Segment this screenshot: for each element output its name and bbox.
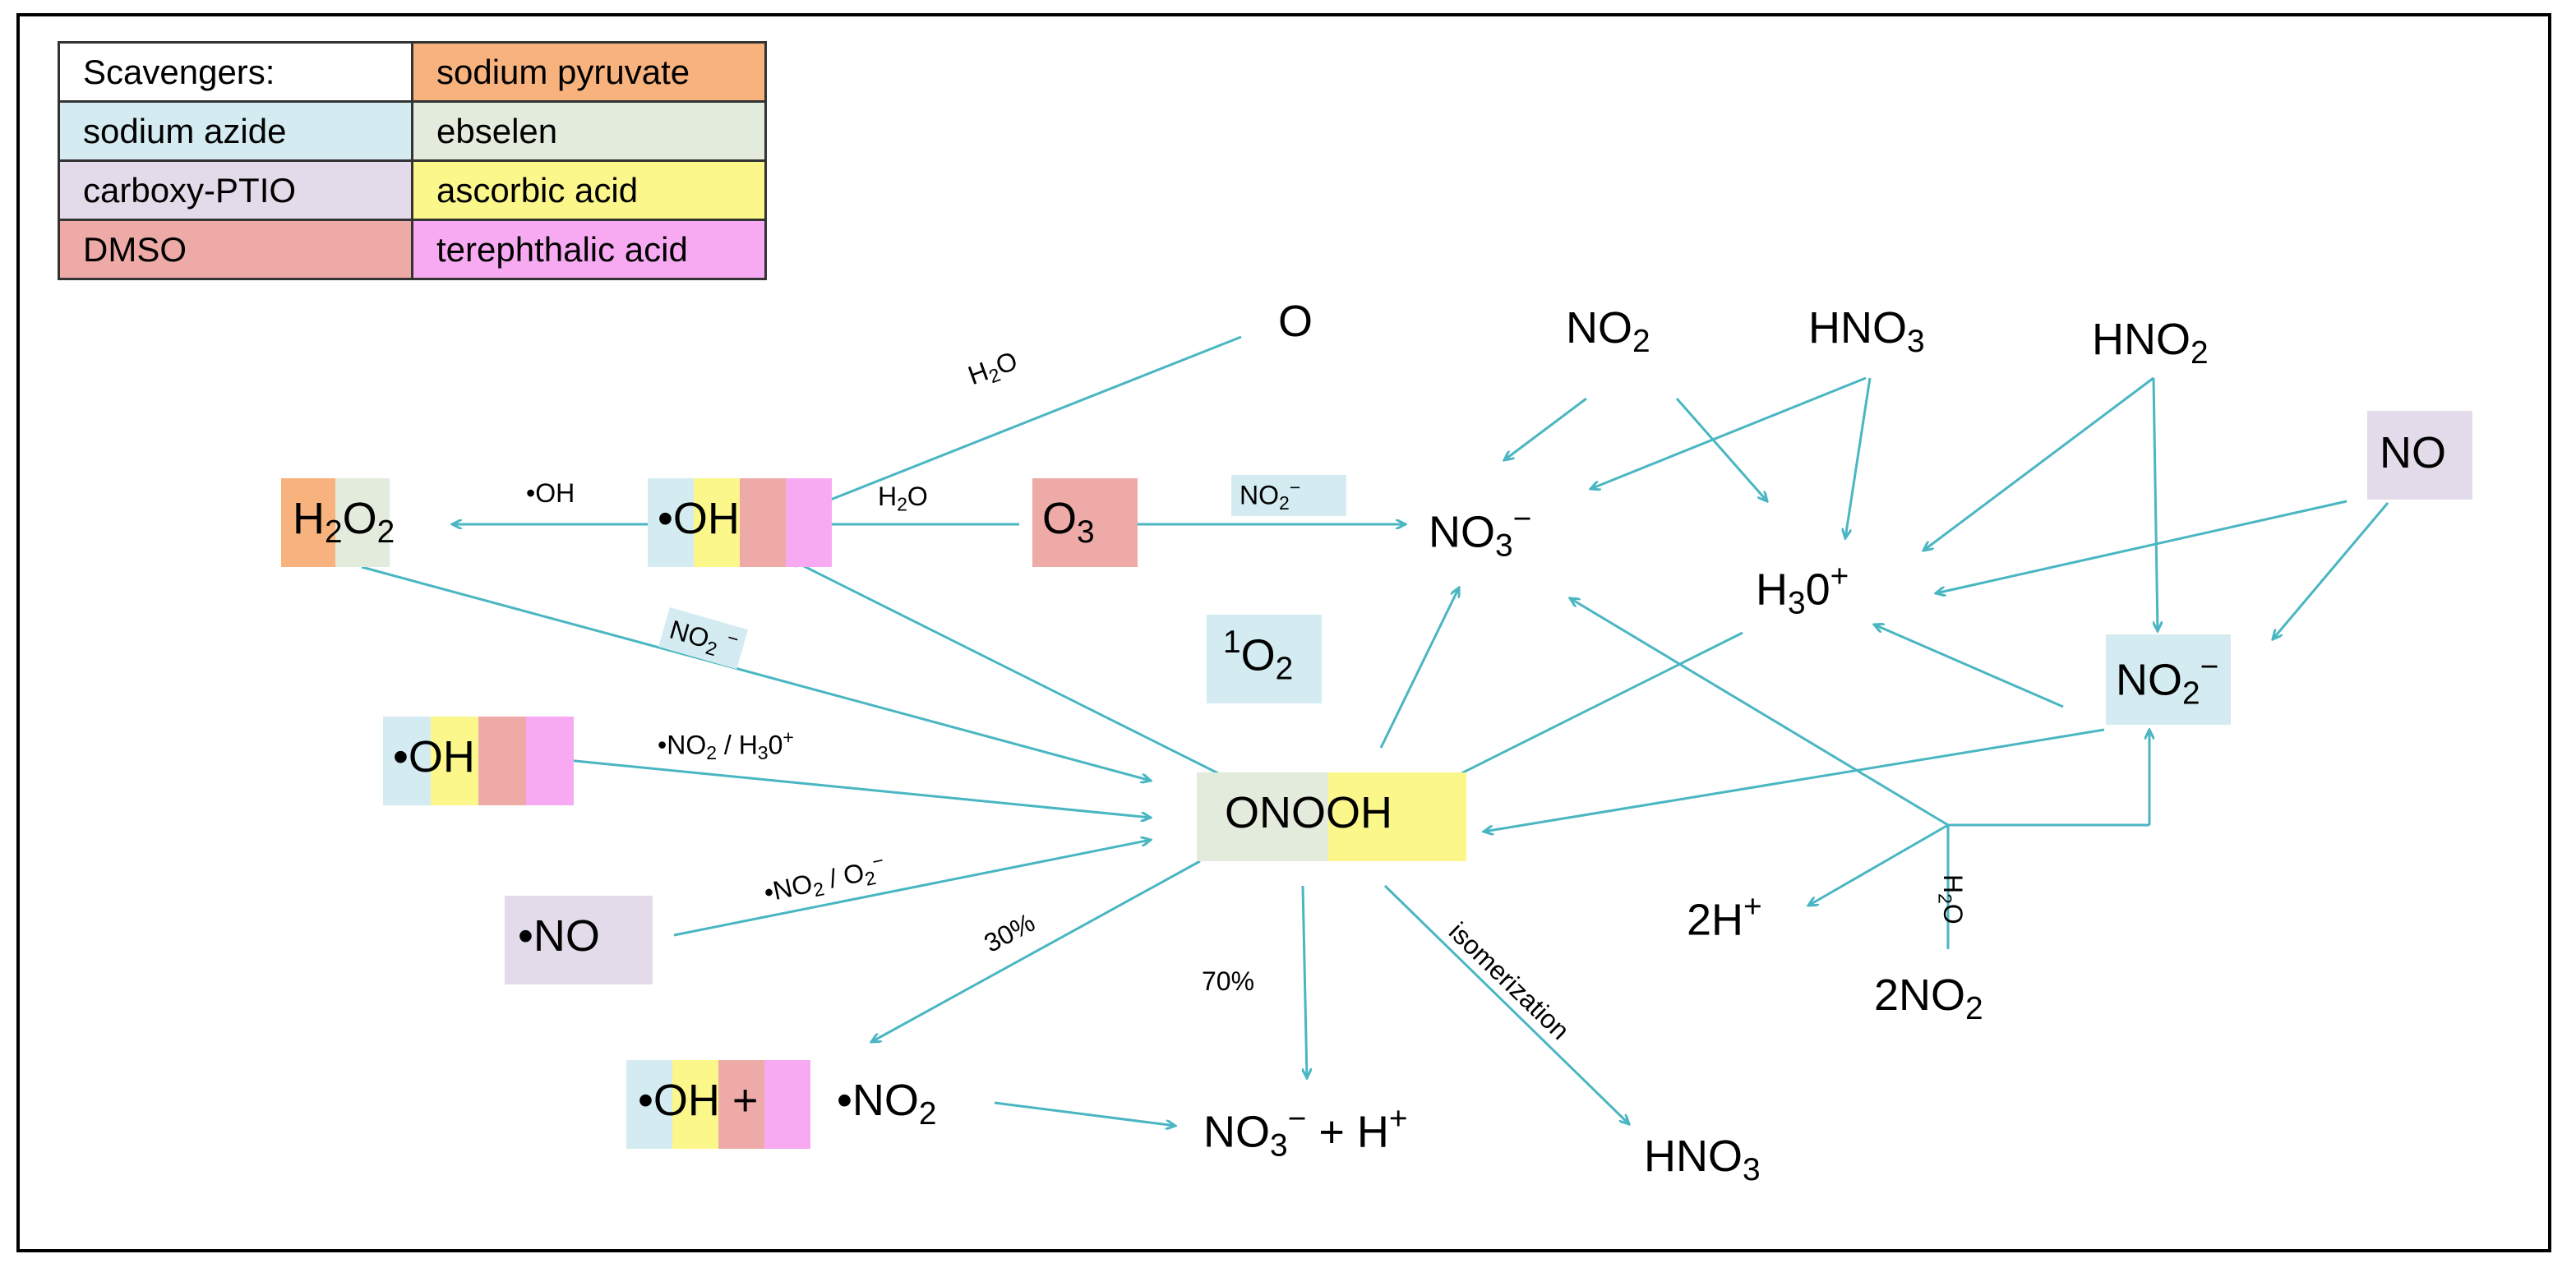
species-hno2: HNO2	[2092, 315, 2209, 371]
species-2no2: 2NO2	[1874, 970, 1983, 1026]
chip-h2o2-pyruvate	[281, 478, 335, 567]
label-oh-to-h2o2: •OH	[526, 478, 575, 508]
arrow-h3o-to-onooh	[1438, 631, 1743, 785]
chip-oh-center-dmso	[740, 478, 786, 567]
chip-onooh-ebselen	[1197, 772, 1328, 861]
chip-oh-left-terephthalic	[526, 717, 574, 805]
arrow-onooh-to-oh	[789, 559, 1234, 782]
arrow-branch-to-2h	[1808, 823, 1949, 906]
species-oh-plus-bottom: •OH +	[638, 1076, 759, 1125]
legend-carboxy-ptio: carboxy-PTIO	[58, 159, 413, 221]
chip-singlet-o2-azide	[1207, 615, 1322, 703]
chip-no-left-ptio	[505, 896, 653, 984]
legend-dmso: DMSO	[58, 219, 413, 280]
label-70-percent: 70%	[1202, 966, 1255, 996]
arrow-onooh-to-no3	[1379, 588, 1459, 749]
chip-oh-left-azide	[383, 717, 431, 805]
label-no2-h3o: •NO2 / H30+	[658, 726, 794, 764]
chip-oh-bottom-ascorbic	[672, 1060, 718, 1149]
arrow-onooh-to-oh-no2	[871, 860, 1201, 1042]
species-hno3-bottom: HNO3	[1644, 1132, 1761, 1187]
species-no2-bottom: •NO2	[837, 1076, 937, 1132]
legend-ascorbic-acid: ascorbic acid	[411, 159, 767, 221]
arrow-no2minus-to-onooh	[1484, 728, 2105, 832]
label-h2o-o3: H2O	[878, 482, 928, 515]
species-no2-minus-right: NO2−	[2116, 649, 2219, 712]
chip-h2o2-ebselen	[335, 478, 390, 567]
species-hno3-top: HNO3	[1808, 303, 1925, 359]
species-oh-center: •OH	[658, 494, 740, 543]
arrow-no2-to-h3o	[1675, 398, 1767, 501]
chip-o3-dmso	[1032, 478, 1138, 567]
species-no2-top: NO2	[1566, 303, 1650, 359]
chip-oh-center-azide	[648, 478, 694, 567]
arrow-oh-left-to-onooh	[566, 758, 1151, 818]
species-h3o-plus: H30+	[1756, 559, 1849, 621]
figure-frame	[16, 13, 2551, 1252]
scavenger-legend: Scavengers: sodium pyruvate sodium azide…	[58, 41, 767, 280]
chip-oh-left-ascorbic	[431, 717, 478, 805]
arrow-branch-to-no3	[1570, 598, 1949, 827]
legend-ebselen: ebselen	[411, 100, 767, 162]
legend-sodium-pyruvate: sodium pyruvate	[411, 41, 767, 103]
arrow-oh-no2-to-no3-h	[994, 1101, 1175, 1126]
chip-oh-bottom-azide	[626, 1060, 672, 1149]
arrow-h2o2-to-onooh	[361, 565, 1151, 781]
chip-oh-center-ascorbic	[694, 478, 740, 567]
chip-onooh-ascorbic	[1328, 772, 1466, 861]
arrow-hno2-to-no2minus	[2152, 377, 2158, 631]
species-o3: O3	[1042, 494, 1095, 550]
chip-no-right-ptio	[2367, 411, 2472, 500]
species-onooh: ONOOH	[1225, 788, 1393, 837]
arrow-no2-to-no3	[1504, 397, 1587, 460]
chip-oh-bottom-dmso	[718, 1060, 764, 1149]
species-o-atom: O	[1278, 297, 1313, 346]
label-h2o-vertical: H2O	[1934, 874, 1968, 924]
arrow-no2minus-to-h3o	[1874, 625, 2064, 708]
arrow-no-to-no2minus	[2273, 502, 2389, 639]
species-no3-h-plus: NO3− + H+	[1203, 1101, 1408, 1164]
arrow-hno2-to-h3o	[1923, 376, 2154, 551]
arrow-hno3-to-no3	[1590, 376, 1867, 489]
chip-oh-bottom-terephthalic	[764, 1060, 810, 1149]
chip-no2minus-right-azide	[2106, 634, 2231, 725]
chip-no2minus-label-azide	[1231, 475, 1346, 516]
species-oh-left: •OH	[393, 732, 475, 781]
arrow-onooh-to-no3-h	[1301, 885, 1307, 1078]
species-no-right: NO	[2380, 428, 2446, 477]
species-singlet-o2: 1O2	[1223, 625, 1294, 687]
arrow-o-to-oh	[781, 335, 1242, 519]
species-no3-minus: NO3−	[1429, 501, 1532, 564]
arrow-no-to-h3o	[1936, 500, 2347, 593]
arrow-no-left-to-onooh	[673, 840, 1151, 937]
species-no-left: •NO	[518, 911, 600, 961]
chip-oh-center-terephthalic	[786, 478, 832, 567]
label-no2minus-o3: NO2−	[1240, 477, 1301, 514]
legend-header: Scavengers:	[58, 41, 413, 103]
legend-terephthalic-acid: terephthalic acid	[411, 219, 767, 280]
arrow-hno3-to-h3o	[1845, 377, 1872, 538]
chip-oh-left-dmso	[478, 717, 526, 805]
species-h2o2: H2O2	[293, 494, 395, 550]
species-2h-plus: 2H+	[1687, 889, 1762, 945]
legend-sodium-azide: sodium azide	[58, 100, 413, 162]
arrow-onooh-isomerization	[1383, 884, 1629, 1124]
